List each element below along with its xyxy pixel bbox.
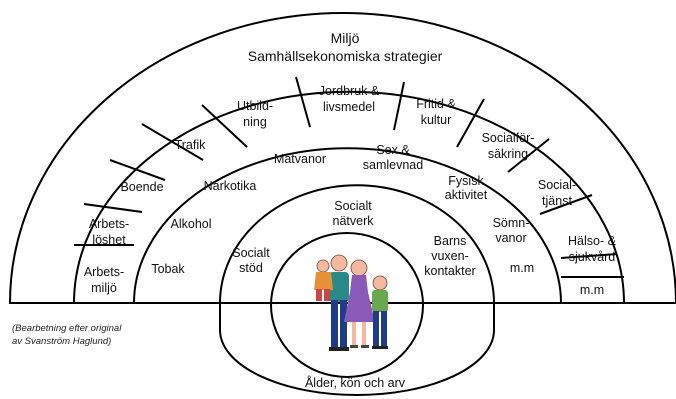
outer-title-line2: Samhällsekonomiska strategier (248, 48, 443, 64)
lifestyle-alkohol: Alkohol (171, 217, 212, 231)
sector-socialforsakring: Socialför-säkring (482, 131, 535, 161)
lifestyle-sex-samlevnad: Sex &samlevnad (363, 143, 423, 172)
lifestyle-mm: m.m (510, 261, 534, 275)
lifestyle-tobak: Tobak (151, 262, 185, 276)
mother-figure (344, 259, 375, 348)
sector-boende: Boende (120, 180, 163, 194)
sector-halso-sjukvard: Hälso- &sjukvård (568, 234, 617, 264)
lifestyle-narkotika: Narkotika (204, 179, 257, 193)
child-figure (372, 275, 388, 349)
sector-utbildning: Utbild-ning (237, 99, 273, 129)
sector-labels: Arbets-miljö Arbets-löshet Boende Trafik… (84, 84, 617, 297)
family-illustration (314, 254, 388, 351)
sector-mm: m.m (580, 283, 604, 297)
sector-fritid: Fritid &kultur (416, 97, 456, 127)
lifestyle-matvanor: Matvanor (274, 152, 326, 166)
lifestyle-labels: Tobak Alkohol Narkotika Matvanor Sex &sa… (151, 143, 534, 276)
sector-dividers (74, 76, 624, 278)
sector-socialtjanst: Social-tjänst (538, 178, 576, 208)
sector-trafik: Trafik (175, 138, 207, 152)
sector-arbetsloshet: Arbets-löshet (89, 217, 129, 247)
father-figure (329, 254, 349, 351)
core-label: Ålder, kön och arv (305, 375, 406, 390)
sector-jordbruk: Jordbruk &livsmedel (319, 84, 380, 114)
sector-arbetsmiljo: Arbets-miljö (84, 265, 124, 295)
toddler-figure (314, 259, 333, 301)
outer-title-line1: Miljö (331, 30, 360, 46)
lifestyle-somnvanor: Sömn-vanor (493, 216, 530, 245)
